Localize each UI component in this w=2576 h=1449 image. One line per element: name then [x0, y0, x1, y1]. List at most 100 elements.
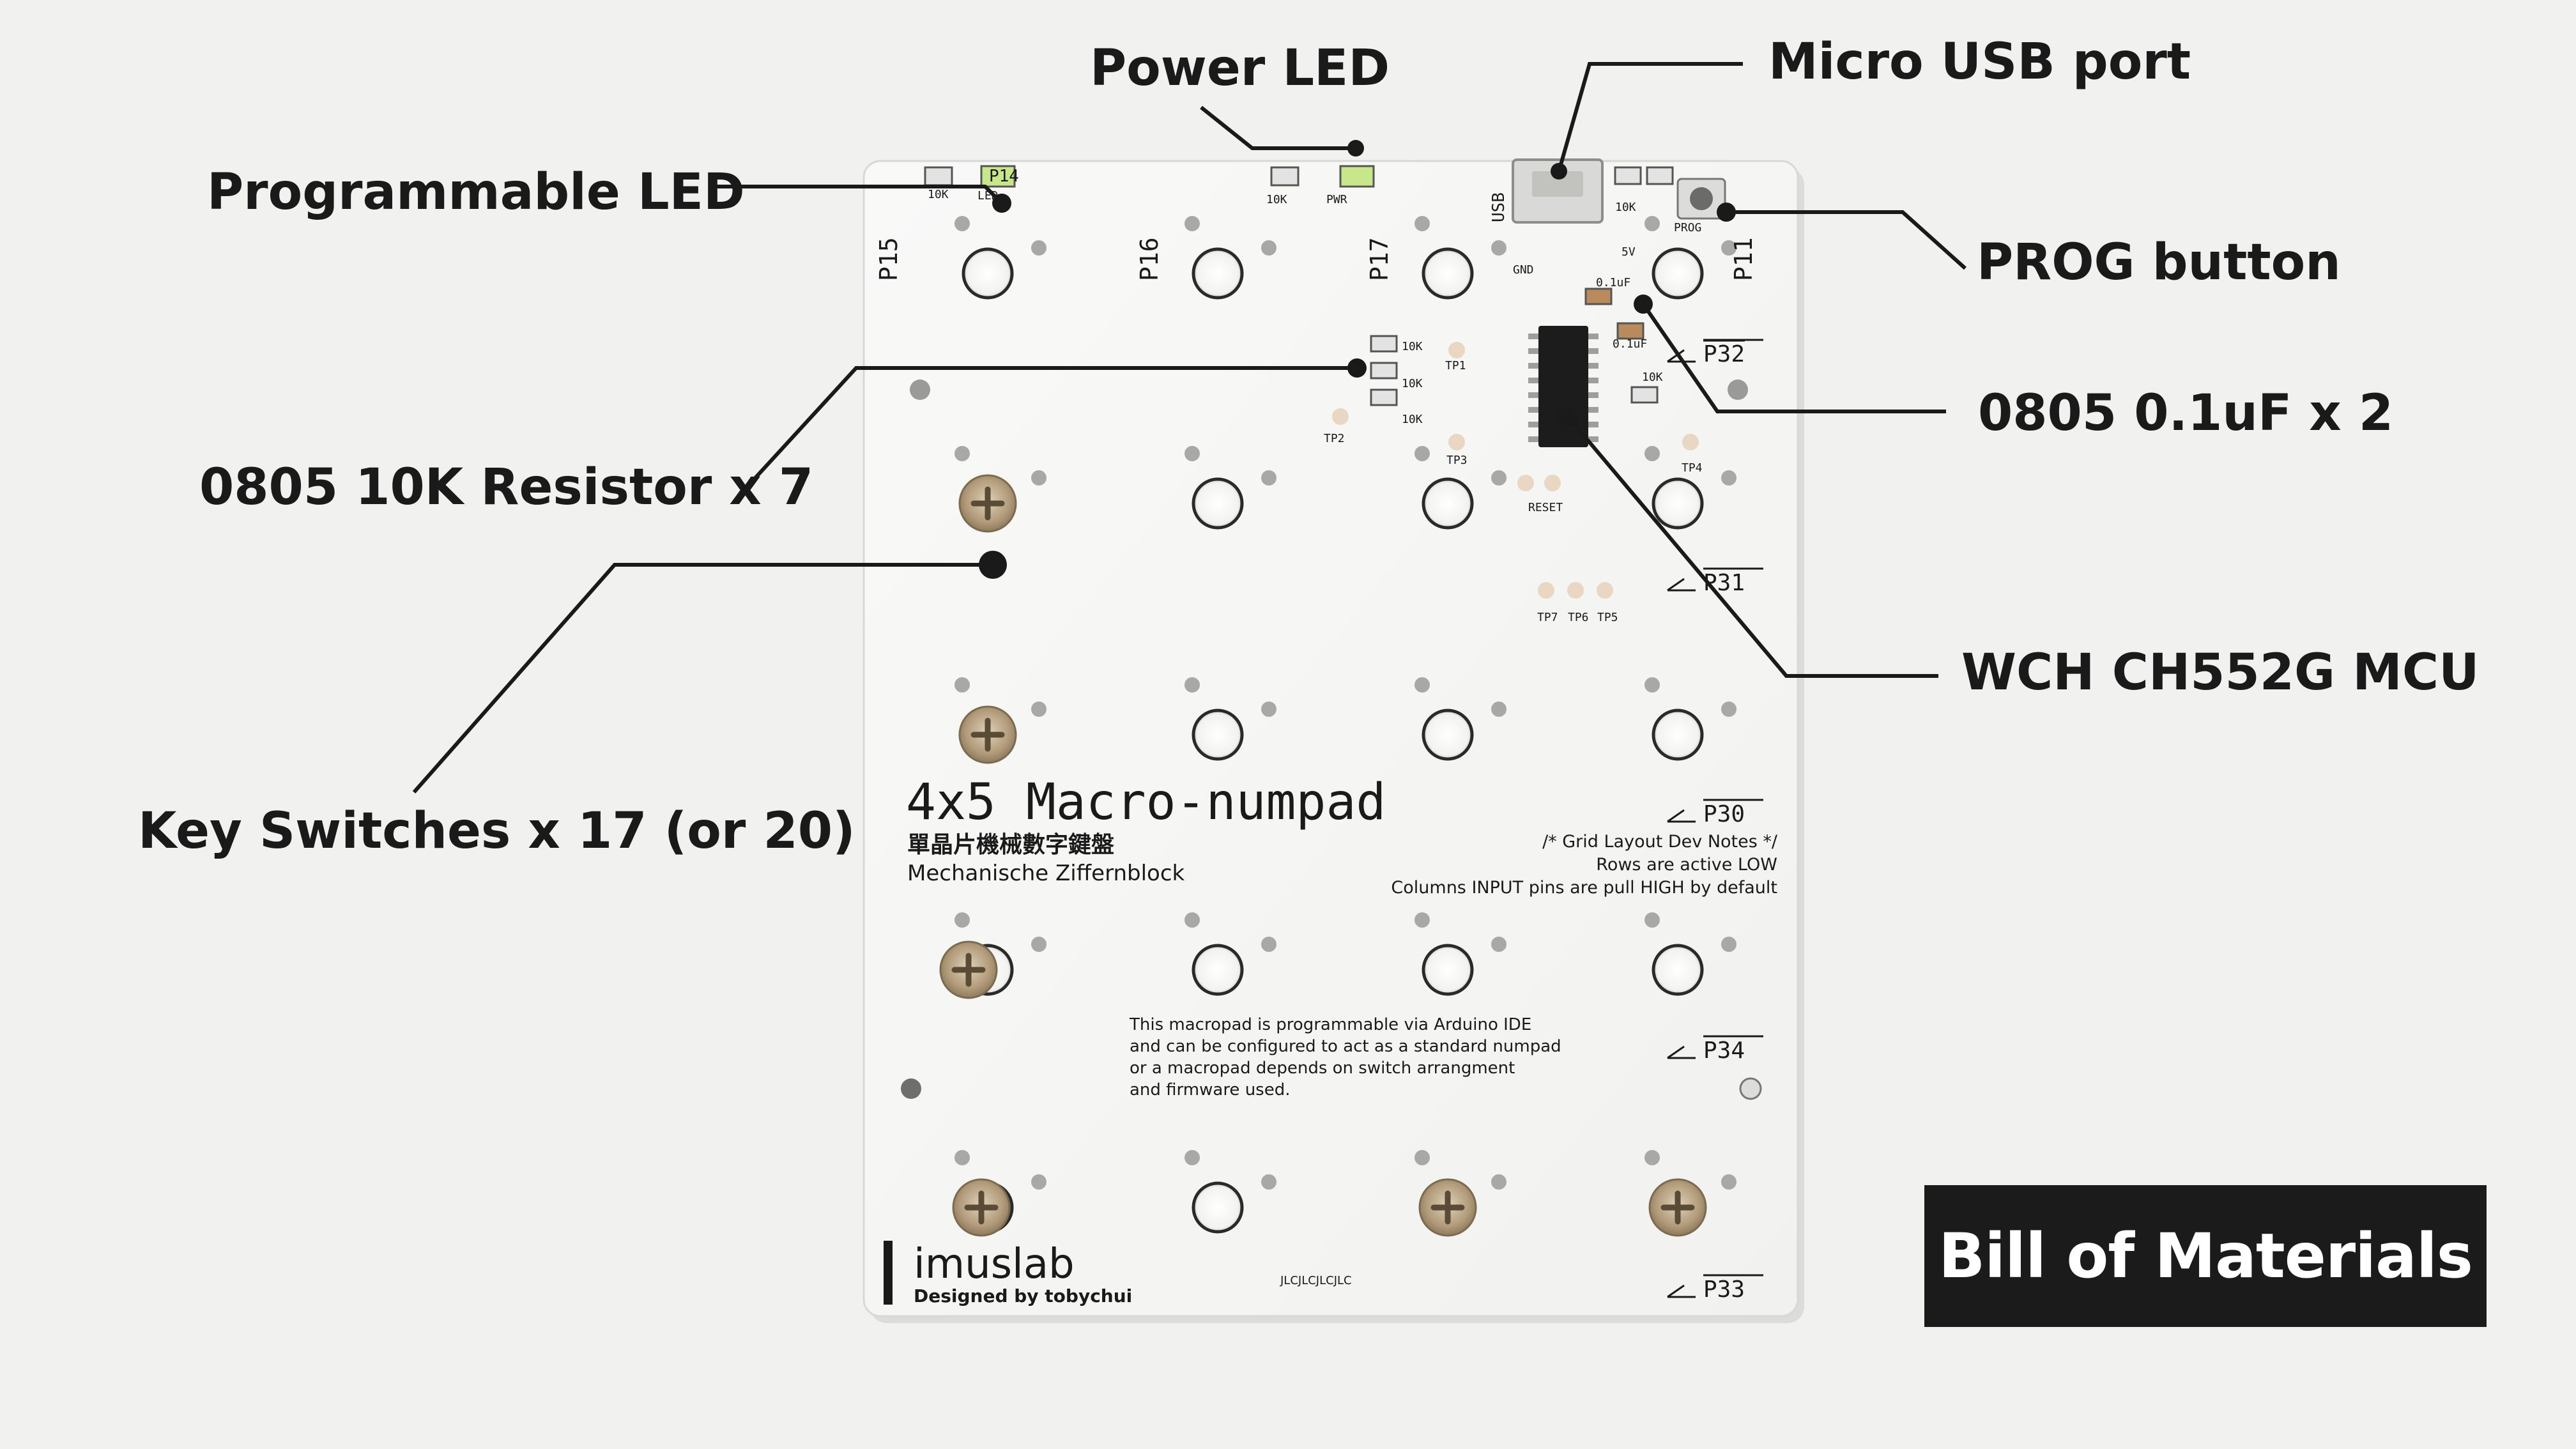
key-switch-socket	[1652, 247, 1704, 300]
svg-text:TP3: TP3	[1446, 454, 1468, 467]
callout-prog-button: PROG button	[1977, 234, 2341, 291]
key-switch-socket	[1422, 477, 1474, 530]
switch-pin	[1414, 912, 1430, 928]
label-row-p32: P32	[1703, 341, 1745, 367]
label-column-p11: P11	[1729, 237, 1758, 281]
key-switch-socket	[1192, 944, 1244, 996]
top-components	[901, 158, 1762, 1100]
switch-pin	[1491, 240, 1506, 256]
switch-pin	[1261, 470, 1276, 486]
resistor-icon	[1370, 388, 1398, 406]
switch-pin	[954, 912, 970, 928]
capacitor-icon	[1616, 322, 1644, 340]
switch-pin	[1491, 702, 1506, 717]
switch-pin	[954, 216, 970, 231]
label-column-p15: P15	[875, 237, 903, 281]
label-column-p16: P16	[1135, 237, 1163, 281]
key-switch-socket	[1652, 709, 1704, 761]
bill-of-materials-badge: Bill of Materials	[1924, 1185, 2487, 1327]
switch-pin	[1031, 470, 1046, 486]
dev-notes-line: Columns INPUT pins are pull HIGH by defa…	[1391, 878, 1777, 898]
svg-text:10K: 10K	[1402, 340, 1423, 353]
capacitor-icon	[1584, 288, 1613, 305]
power-led-icon	[1339, 165, 1375, 188]
switch-pin	[1721, 937, 1736, 952]
brand-bar	[884, 1241, 893, 1305]
switch-pin	[1261, 937, 1276, 952]
switch-pin	[1491, 1174, 1506, 1190]
svg-text:RESET: RESET	[1528, 501, 1563, 514]
svg-text:PROG: PROG	[1674, 221, 1701, 234]
callout-resistors: 0805 10K Resistor x 7	[199, 459, 814, 516]
leader-capacitors	[1641, 303, 1946, 413]
key-switch-socket	[1652, 477, 1704, 530]
switch-pin	[1031, 937, 1046, 952]
leader-key-switches	[412, 563, 993, 793]
leader-prog-button	[1726, 210, 1967, 270]
switch-pin	[1721, 702, 1736, 717]
switch-pin	[1721, 240, 1736, 256]
switch-pin	[1721, 470, 1736, 486]
switch-pin	[1184, 446, 1200, 461]
board-subtitle-cn: 單晶片機械數字鍵盤	[907, 831, 1114, 858]
key-switch-socket	[962, 247, 1014, 300]
key-switch-grid	[939, 216, 1736, 1237]
switch-pin	[1414, 1150, 1430, 1165]
callout-power-led: Power LED	[1090, 40, 1390, 97]
description-line: This macropad is programmable via Arduin…	[1129, 1015, 1531, 1034]
leader-micro-usb	[1557, 62, 1743, 172]
switch-pin	[1184, 677, 1200, 693]
switch-pin	[1491, 937, 1506, 952]
switch-pin	[954, 1150, 970, 1165]
switch-pin	[1184, 1150, 1200, 1165]
switch-pin	[1261, 1174, 1276, 1190]
svg-text:10K: 10K	[1402, 377, 1423, 390]
svg-text:TP2: TP2	[1324, 432, 1345, 445]
switch-pin	[1644, 677, 1660, 693]
key-switch-socket	[1192, 477, 1244, 530]
switch-pin	[1491, 470, 1506, 486]
key-switch-socket	[1422, 944, 1474, 996]
switch-pin	[1644, 446, 1660, 461]
resistor-icon	[1370, 362, 1398, 379]
svg-text:0.1uF: 0.1uF	[1596, 276, 1630, 289]
brand-logo-text: imuslab	[914, 1241, 1075, 1288]
key-switch-socket	[1422, 247, 1474, 300]
switch-pin	[1644, 216, 1660, 231]
resistor-icon	[1630, 386, 1659, 404]
svg-text:5V: 5V	[1621, 245, 1636, 259]
description-line: or a macropad depends on switch arrangme…	[1130, 1059, 1515, 1078]
svg-text:TP6: TP6	[1568, 611, 1589, 624]
description-line: and can be configured to act as a standa…	[1130, 1037, 1561, 1056]
switch-pin	[1261, 240, 1276, 256]
switch-pin	[1261, 702, 1276, 717]
resistor-icon	[1370, 335, 1398, 353]
jlc-marker: JLCJLCJLCJLC	[1280, 1274, 1352, 1287]
leader-dots	[979, 140, 1736, 579]
key-switch-socket	[1192, 247, 1244, 300]
svg-text:10K: 10K	[1266, 193, 1287, 206]
svg-text:10K: 10K	[928, 188, 949, 201]
callout-key-switches: Key Switches x 17 (or 20)	[138, 802, 855, 860]
silkscreen: P14 10K LED 10K PWR 10K PROG GND 5V 0.1u…	[875, 167, 1778, 1307]
key-switch-socket	[1652, 944, 1704, 996]
description-line: and firmware used.	[1130, 1080, 1290, 1100]
leader-resistors	[740, 366, 1357, 494]
leader-mcu	[1566, 415, 1938, 678]
switch-pin	[954, 446, 970, 461]
switch-pin	[1184, 912, 1200, 928]
svg-text:0.1uF: 0.1uF	[1613, 337, 1647, 351]
label-row-p30: P30	[1703, 801, 1745, 827]
switch-pin	[1414, 446, 1430, 461]
svg-text:TP4: TP4	[1682, 461, 1703, 475]
label-column-p17: P17	[1365, 237, 1393, 281]
switch-pin	[1414, 677, 1430, 693]
key-switch-socket	[1192, 1181, 1244, 1234]
switch-pin	[1031, 1174, 1046, 1190]
svg-text:TP7: TP7	[1537, 611, 1558, 624]
switch-pin	[1031, 702, 1046, 717]
svg-text:TP5: TP5	[1597, 611, 1618, 624]
svg-text:10K: 10K	[1642, 371, 1663, 384]
pcb-board	[862, 160, 1799, 1317]
